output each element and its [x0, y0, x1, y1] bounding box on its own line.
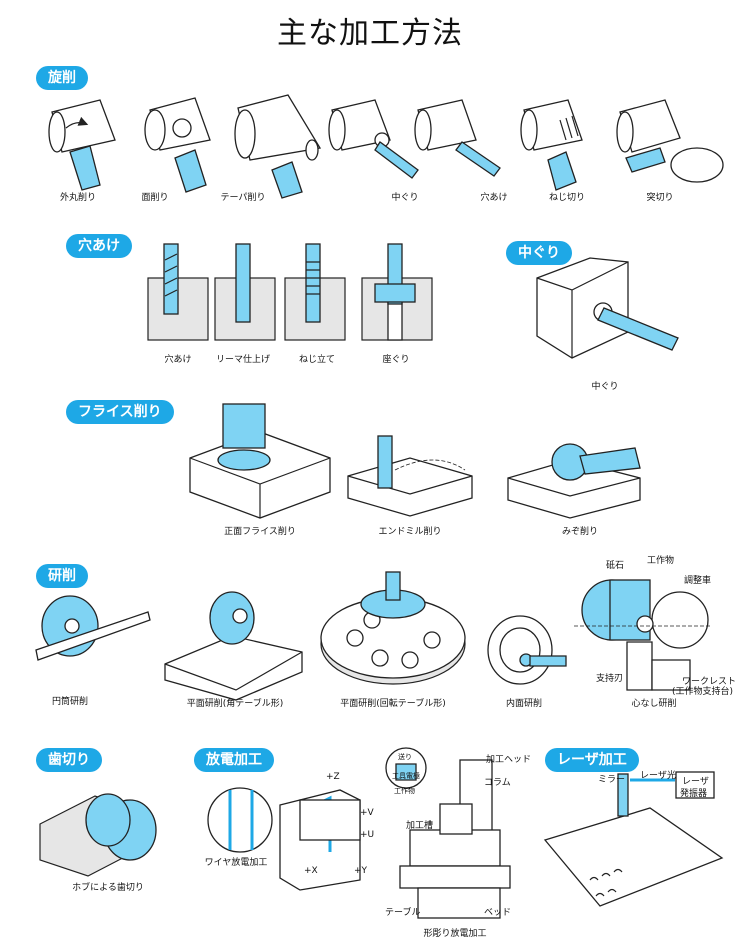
laser-machining	[543, 771, 724, 907]
callout-workpiece: 工作物	[647, 556, 675, 566]
label-cylindrical-grinding: 円筒研削	[51, 697, 89, 707]
section-badge-turning: 旋削	[36, 66, 88, 90]
label-outer-turning: 外丸削り	[59, 193, 97, 203]
turning-outer-diameter	[48, 99, 116, 191]
gear-hobbing	[39, 793, 157, 877]
axis-y: +Y	[354, 866, 368, 876]
turning-taper	[234, 94, 322, 199]
turning-facing	[144, 97, 211, 193]
turning-parting	[616, 99, 724, 183]
label-turning-drilling: 穴あけ	[480, 193, 508, 203]
turning-threading	[520, 99, 583, 191]
section-badge-gear: 歯切り	[36, 748, 102, 772]
callout-edm-workpiece: 工作物	[394, 787, 415, 795]
callout-column: コラム	[484, 778, 511, 788]
wire-edm	[207, 787, 361, 891]
callout-work-rest: ワークレスト	[682, 677, 737, 687]
axis-u: +U	[360, 830, 375, 840]
label-surface-grinding-rect: 平面研削(角テーブル形)	[186, 699, 284, 709]
label-end-milling: エンドミル削り	[378, 527, 442, 537]
label-tapping: ねじ立て	[298, 355, 336, 365]
label-centerless-grinding: 心なし研削	[631, 699, 677, 709]
callout-mirror: ミラー	[598, 775, 626, 785]
end-milling	[347, 435, 473, 517]
label-boring: 中ぐり	[591, 382, 619, 392]
callout-regulating-wheel: 調整車	[684, 576, 712, 586]
callout-support-blade: 支持刃	[596, 674, 624, 684]
axis-v: +V	[360, 808, 374, 818]
boring-figure	[536, 257, 679, 359]
sinker-edm	[385, 747, 511, 919]
label-slot-milling: みぞ削り	[561, 527, 599, 537]
section-badge-laser: レーザ加工	[545, 748, 639, 772]
callout-tool-electrode: 工具電極	[392, 772, 420, 780]
cylindrical-grinding	[35, 595, 151, 661]
section-badge-drilling: 穴あけ	[66, 234, 132, 258]
label-taper: テーパ削り	[220, 193, 266, 203]
drilling-figures	[147, 243, 433, 341]
callout-grinding-wheel: 砥石	[606, 561, 625, 571]
callout-laser-oscillator-1: レーザ	[682, 777, 709, 787]
section-badge-edm: 放電加工	[194, 748, 274, 772]
section-badge-milling: フライス削り	[66, 400, 174, 424]
surface-grinding-rotary	[320, 571, 466, 685]
internal-grinding	[487, 615, 567, 685]
callout-work-tank: 加工槽	[406, 821, 434, 831]
label-sinker-edm: 形彫り放電加工	[423, 929, 487, 939]
callout-bed: ベッド	[484, 908, 512, 918]
label-threading: ねじ切り	[548, 193, 586, 203]
slot-milling	[507, 443, 641, 519]
callout-laser-oscillator-2: 発振器	[680, 789, 708, 799]
turning-drilling	[414, 99, 501, 177]
face-milling	[189, 403, 331, 519]
surface-grinding-rect	[164, 591, 303, 701]
page-title: 主な加工方法	[277, 16, 463, 51]
section-badge-boring: 中ぐり	[506, 241, 572, 265]
callout-laser-beam: レーザ光	[640, 771, 676, 781]
label-surface-grinding-rotary: 平面研削(回転テーブル形)	[340, 699, 446, 709]
label-counterbore: 座ぐり	[382, 355, 410, 365]
callout-feed: 送り	[398, 753, 412, 761]
section-badge-grinding: 研削	[36, 564, 88, 588]
callout-machining-head: 加工ヘッド	[486, 755, 532, 765]
label-gear-hobbing: ホブによる歯切り	[72, 883, 144, 893]
axis-x: +X	[304, 866, 318, 876]
label-internal-grinding: 内面研削	[505, 699, 543, 709]
label-facing: 面削り	[141, 193, 169, 203]
axis-z: +Z	[326, 772, 340, 782]
label-wire-edm: ワイヤ放電加工	[204, 858, 268, 868]
label-turning-boring: 中ぐり	[391, 193, 419, 203]
centerless-grinding	[574, 579, 712, 691]
turning-boring	[328, 99, 419, 179]
callout-table: テーブル	[385, 908, 421, 918]
label-parting: 突切り	[646, 193, 674, 203]
label-drilling: 穴あけ	[164, 355, 192, 365]
label-reaming: リーマ仕上げ	[215, 355, 271, 365]
callout-work-rest-note: (工作物支持台)	[672, 687, 734, 697]
label-face-milling: 正面フライス削り	[224, 527, 296, 537]
